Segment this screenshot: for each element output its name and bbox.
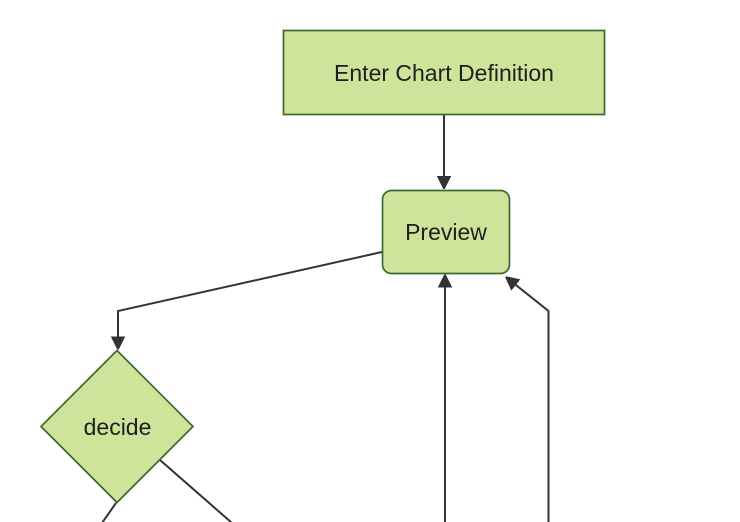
- node-preview-label: Preview: [405, 219, 487, 245]
- node-enter-chart-definition: Enter Chart Definition: [282, 29, 606, 116]
- node-preview-shape: [381, 189, 511, 275]
- node-decide-shape: [39, 349, 195, 504]
- node-decide-label: decide: [84, 414, 152, 440]
- edge-preview-to-decide: [118, 251, 383, 349]
- edge-decide-to-offscreen-bottom-left: [101, 502, 117, 522]
- node-enter-chart-definition-label: Enter Chart Definition: [334, 60, 554, 86]
- node-enter-chart-definition-shape: [282, 29, 606, 116]
- node-preview: Preview: [381, 189, 511, 275]
- edge-decide-to-offscreen-bottom-right: [159, 459, 233, 522]
- edge-offscreen-bottom-2-to-preview: [507, 278, 550, 522]
- node-decide: decide: [39, 349, 195, 504]
